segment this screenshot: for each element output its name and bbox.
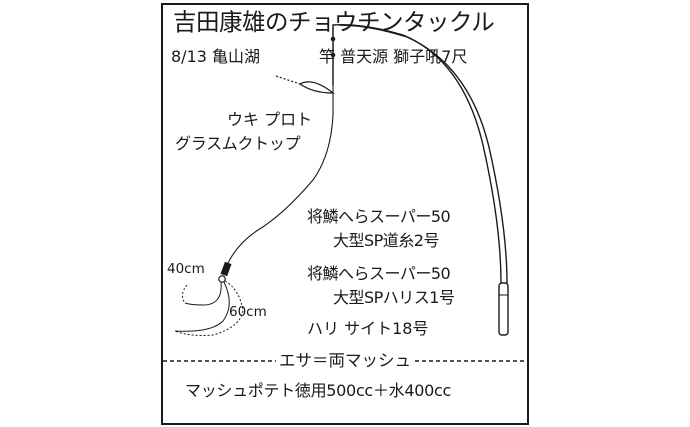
rod-drawing [332,24,509,336]
diagram-title: 吉田康雄のチョウチンタックル [173,8,495,36]
tackle-diagram-frame: 吉田康雄のチョウチンタックル 8/13 亀山湖 竿 普天源 獅子吼7尺 ウキ プ… [161,3,529,425]
bait-label: エサ＝両マッシュ [276,352,414,370]
leader-brand: 将鱗へらスーパー50 [307,264,451,283]
float-drawing [275,75,335,94]
float-model: グラスムクトップ [175,134,301,153]
rod-spec: 竿 普天源 獅子吼7尺 [319,47,468,66]
hook-spec: ハリ サイト18号 [307,319,429,338]
lower-leader-length: 60cm [229,304,267,320]
upper-leader-length: 40cm [167,261,205,277]
float-label: ウキ プロト [227,110,313,129]
main-line-drawing [227,27,336,264]
swivel-drawing [218,261,232,283]
bait-recipe: マッシュポテト徳用500cc＋水400cc [185,381,451,400]
leader-drawing [174,280,244,336]
main-line-spec: 大型SP道糸2号 [333,231,440,250]
main-line-brand: 将鱗へらスーパー50 [307,207,451,226]
rod-grip [498,282,509,336]
trip-date-location: 8/13 亀山湖 [171,47,261,66]
leader-spec: 大型SPハリス1号 [333,288,455,307]
